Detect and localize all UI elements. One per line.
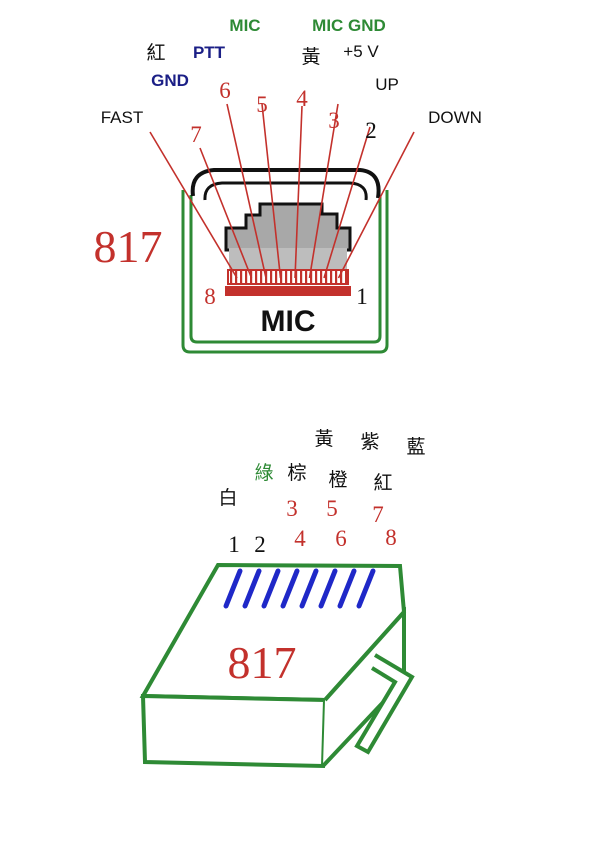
- plug-contact-4: [280, 568, 300, 609]
- plug-side-face: [321, 606, 406, 768]
- plug-contact-2: [242, 568, 262, 609]
- top-pin-4-num: 4: [296, 86, 308, 111]
- plug-contact-6: [318, 568, 338, 609]
- top-label-down: DOWN: [428, 108, 482, 127]
- plug-model-label: 817: [228, 637, 297, 688]
- contact-tooth: [260, 271, 263, 284]
- plug-diagram: 817 1 2 3 4 5 6 7 8 白 綠 棕 黃 橙 紫 紅 藍: [139, 428, 426, 769]
- contact-tooth: [230, 271, 233, 284]
- socket-housing-inner: [189, 195, 382, 344]
- top-label-mic: MIC: [229, 16, 260, 35]
- plug-color-white: 白: [218, 487, 237, 509]
- contact-tooth: [285, 271, 288, 284]
- plug-color-purple: 紫: [360, 431, 379, 453]
- top-label-gnd: GND: [151, 71, 189, 90]
- contact-tooth: [305, 271, 308, 284]
- top-label-fast: FAST: [101, 108, 144, 127]
- pin-lead-8: [149, 131, 238, 279]
- socket-housing-outer: [181, 190, 389, 354]
- pin-end-left: 8: [204, 284, 216, 309]
- plug-pin-6-num: 6: [335, 526, 347, 551]
- top-label-5v: +5 V: [343, 42, 379, 61]
- socket-cavity: [224, 202, 352, 252]
- top-label-red: 紅: [146, 42, 165, 64]
- top-pin-3-num: 3: [328, 108, 340, 133]
- plug-pin-5-num: 5: [326, 496, 338, 521]
- top-pin-5-num: 5: [256, 92, 268, 117]
- plug-contact-1: [223, 568, 243, 609]
- top-pin-6-num: 6: [219, 78, 231, 103]
- socket-label: MIC: [261, 305, 316, 338]
- plug-latch: [354, 653, 415, 755]
- pin-lead-2: [323, 126, 371, 279]
- contact-tooth: [270, 271, 273, 284]
- contact-teeth: [230, 271, 348, 284]
- plug-color-yellow: 黃: [314, 428, 333, 450]
- plug-pin-1-num: 1: [228, 532, 240, 557]
- contact-tooth: [325, 271, 328, 284]
- pin-leads: [149, 103, 415, 279]
- plug-pin-3-num: 3: [286, 496, 298, 521]
- contact-tooth: [240, 271, 243, 284]
- pin-lead-4: [294, 105, 303, 279]
- plug-color-green: 綠: [254, 462, 273, 484]
- contact-tooth: [315, 271, 318, 284]
- contact-tooth: [340, 271, 343, 284]
- top-pin-7-num: 7: [190, 122, 202, 147]
- top-label-yellow: 黃: [301, 46, 320, 68]
- plug-contact-5: [299, 568, 319, 609]
- plug-color-brown: 棕: [287, 462, 306, 484]
- plug-contacts: [223, 568, 376, 609]
- contact-tooth: [245, 271, 248, 284]
- contact-tooth: [290, 271, 293, 284]
- plug-color-red: 紅: [373, 472, 392, 494]
- contact-tooth: [330, 271, 333, 284]
- contact-block: [227, 269, 349, 285]
- socket-cavity-lower: [229, 248, 347, 270]
- contact-tooth: [345, 271, 348, 284]
- contact-tooth: [255, 271, 258, 284]
- pin-lead-1: [337, 131, 415, 279]
- top-pin-2-num: 2: [365, 118, 377, 143]
- plug-color-blue: 藍: [406, 436, 425, 458]
- pin-lead-7: [199, 147, 253, 279]
- contact-tooth: [275, 271, 278, 284]
- top-label-up: UP: [375, 75, 399, 94]
- contact-base: [225, 286, 351, 296]
- top-label-mic-gnd: MIC GND: [312, 16, 386, 35]
- pin-lead-5: [261, 103, 282, 279]
- contact-tooth: [335, 271, 338, 284]
- pin-lead-6: [226, 103, 267, 279]
- mic-socket-diagram: MIC 8 1 817 8 7 6 5 4 3 2 FAST GND 紅 PTT…: [94, 16, 482, 354]
- contact-tooth: [295, 271, 298, 284]
- plug-pin-7-num: 7: [372, 502, 384, 527]
- plug-color-orange: 橙: [328, 469, 347, 491]
- plug-pin-8-num: 8: [385, 525, 397, 550]
- socket-bezel: [190, 168, 381, 199]
- plug-contact-8: [356, 568, 376, 609]
- contact-tooth: [300, 271, 303, 284]
- contact-tooth: [310, 271, 313, 284]
- plug-pin-4-num: 4: [294, 526, 306, 551]
- pin-lead-3: [308, 103, 339, 279]
- plug-contact-3: [261, 568, 281, 609]
- socket-bezel-inner: [203, 181, 368, 201]
- model-label: 817: [94, 221, 163, 272]
- contact-tooth: [320, 271, 323, 284]
- pin-end-right: 1: [356, 284, 368, 309]
- plug-contact-7: [337, 568, 357, 609]
- plug-front-face: [140, 693, 328, 769]
- top-label-ptt: PTT: [193, 43, 226, 62]
- plug-pin-2-num: 2: [254, 532, 266, 557]
